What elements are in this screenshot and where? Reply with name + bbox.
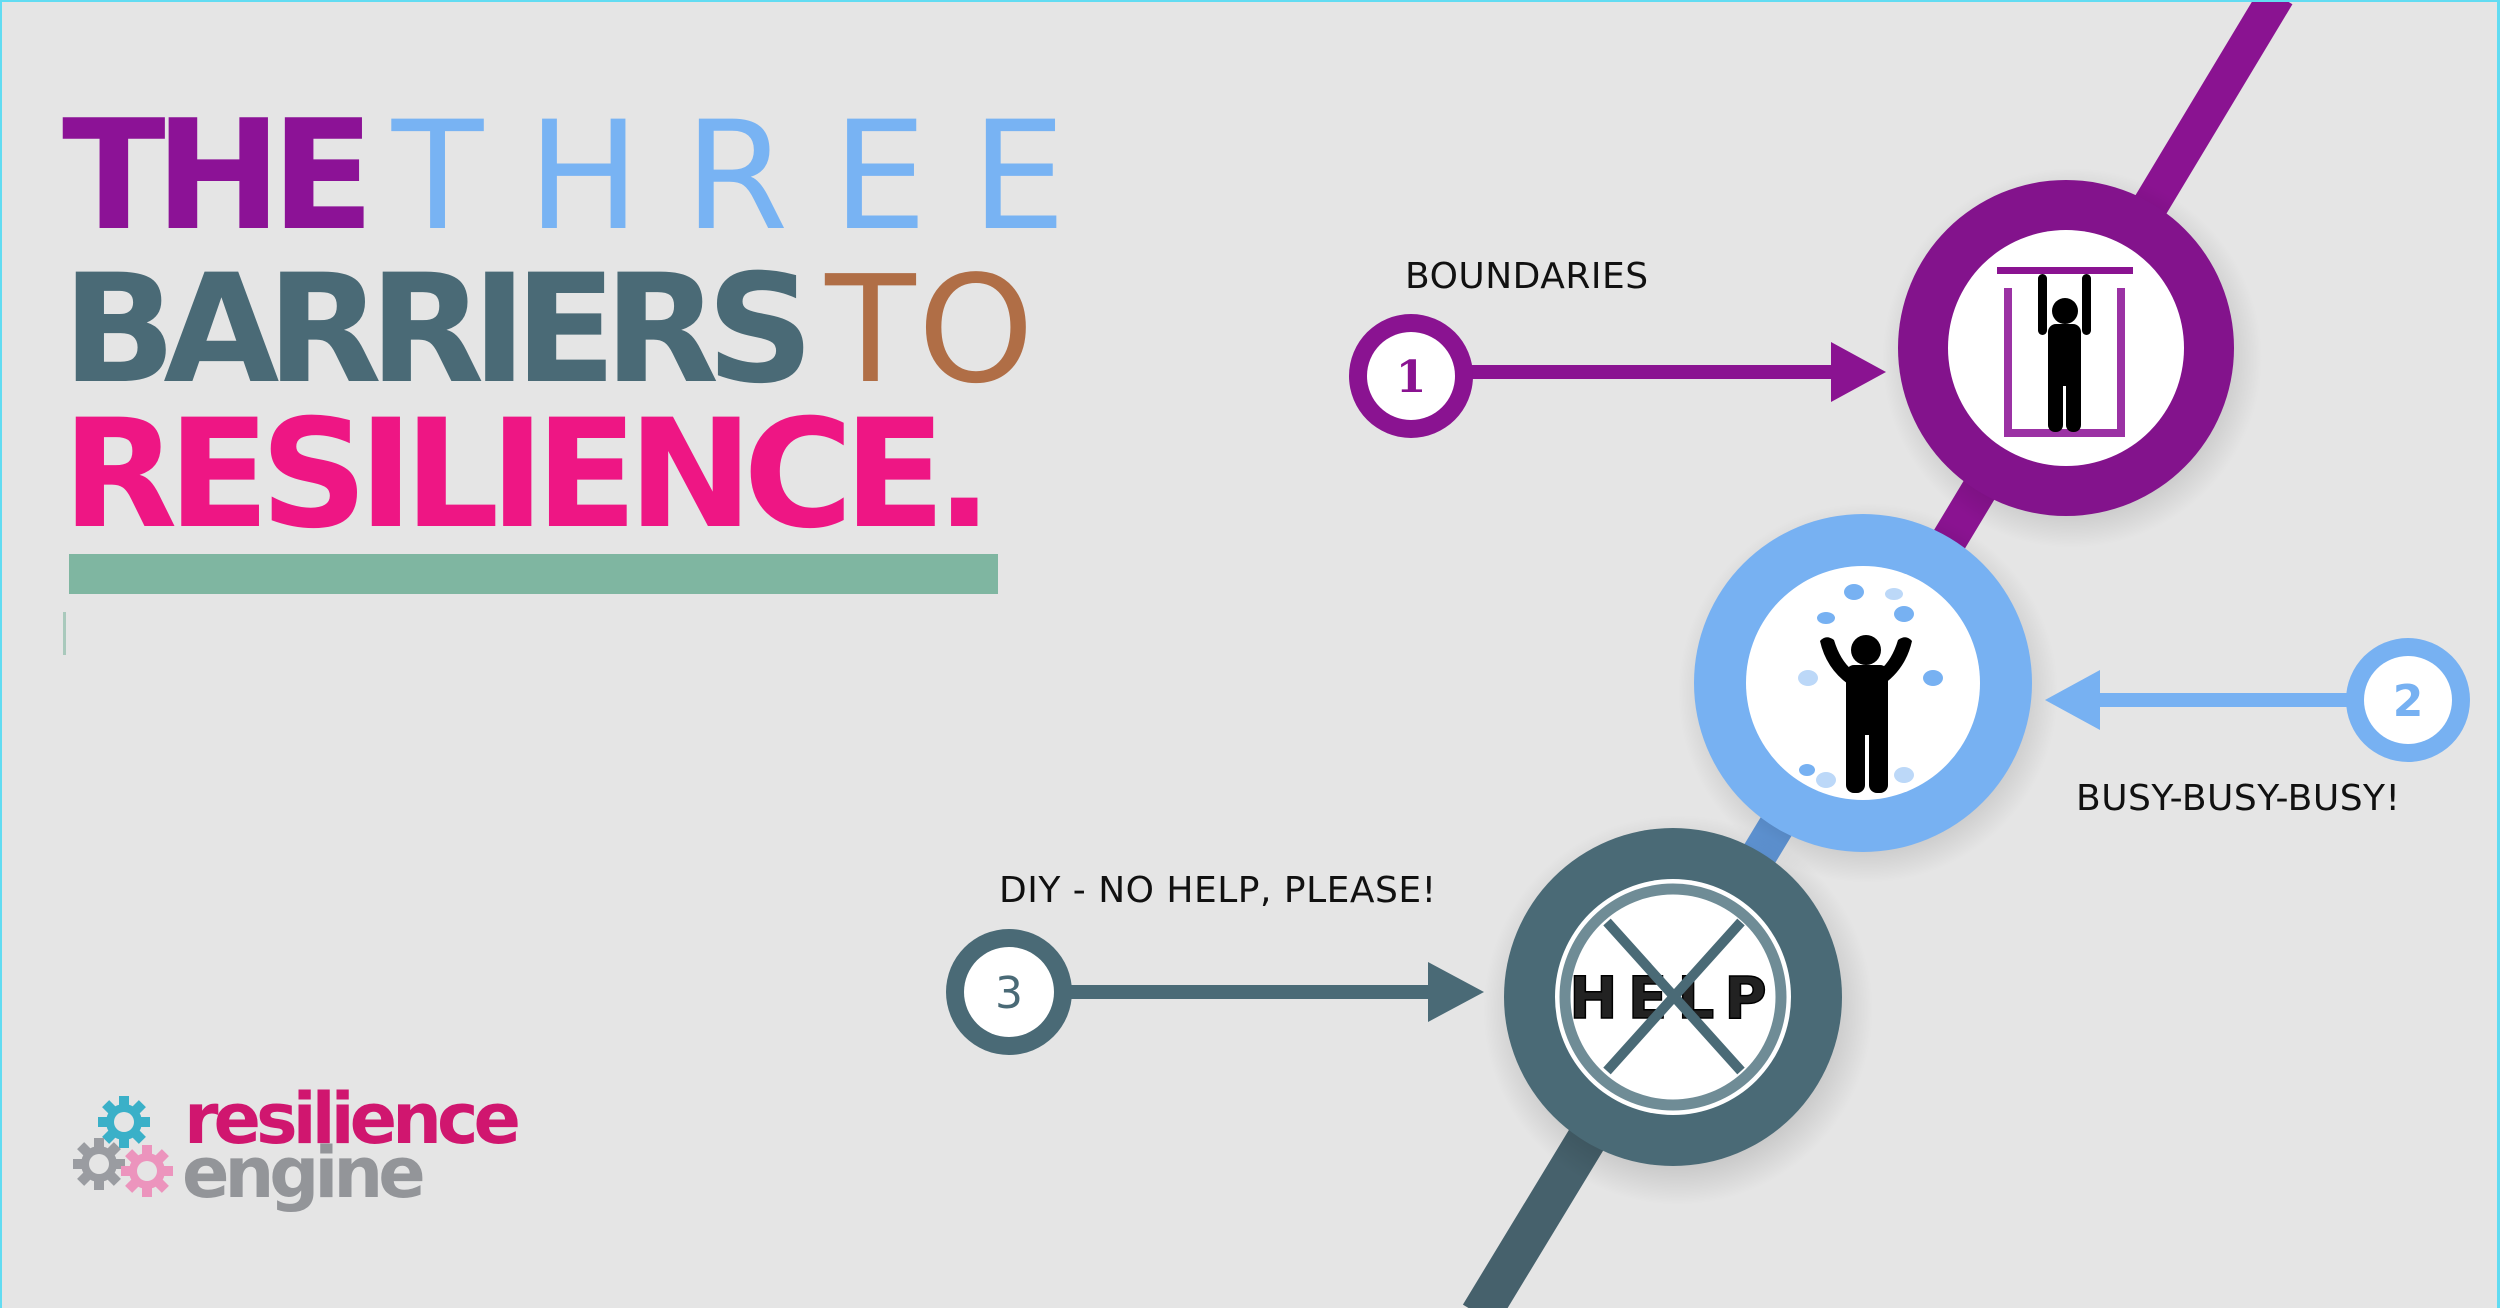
person-hanging-in-frame-icon bbox=[1997, 267, 2133, 437]
callout-1: 1 bbox=[1349, 314, 1886, 438]
title-line-3: RESILIENCE. bbox=[62, 388, 993, 562]
title-word-barriers: BARRIERS bbox=[62, 243, 814, 417]
callout-2: 2 bbox=[2045, 638, 2470, 762]
barrier-2-label: BUSY-BUSY-BUSY! bbox=[2076, 778, 2401, 819]
callout-1-number: 1 bbox=[1396, 352, 1427, 403]
logo-word-resilience: resilience bbox=[184, 1078, 521, 1160]
title-underline-bar bbox=[69, 554, 998, 594]
title-word-the: THE bbox=[62, 87, 375, 264]
callout-2-number: 2 bbox=[2393, 676, 2424, 727]
no-help-sign-icon: HELP bbox=[1559, 883, 1787, 1111]
title-word-three: THREE bbox=[391, 90, 1110, 264]
resilience-engine-logo: resilience engine bbox=[70, 1084, 530, 1240]
title-word-to: TO bbox=[825, 244, 1037, 416]
logo-word-engine: engine bbox=[182, 1132, 426, 1214]
barrier-3-node: HELP bbox=[1504, 828, 1842, 1166]
barrier-1-node bbox=[1898, 180, 2234, 516]
decorative-tick bbox=[63, 612, 66, 655]
title-word-resilience: RESILIENCE. bbox=[62, 388, 993, 562]
gears-icon bbox=[73, 1096, 173, 1197]
callout-3: 3 bbox=[946, 929, 1484, 1055]
barrier-3-label: DIY - NO HELP, PLEASE! bbox=[999, 870, 1437, 911]
callout-3-number: 3 bbox=[995, 968, 1023, 1019]
barrier-2-node bbox=[1694, 514, 2032, 852]
person-juggling-icon bbox=[1798, 584, 1943, 793]
barrier-1-label: BOUNDARIES bbox=[1405, 256, 1649, 297]
